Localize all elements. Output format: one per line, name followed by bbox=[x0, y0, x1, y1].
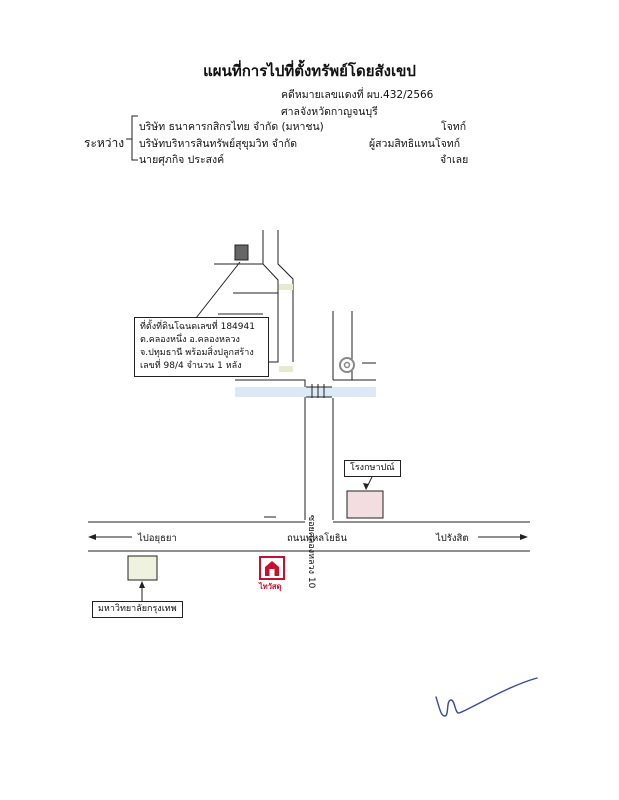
road-segment bbox=[277, 230, 294, 362]
crossing-marker bbox=[279, 366, 293, 372]
side-road-label: ซอยคลองหลวง 10 bbox=[306, 515, 316, 589]
university-building bbox=[127, 555, 158, 581]
arrow-head bbox=[520, 534, 528, 540]
main-road-label: ถนนพหลโยธิน bbox=[287, 533, 348, 544]
case-number: คดีหมายเลขแดงที่ ผบ.432/2566 bbox=[281, 89, 434, 101]
signature bbox=[435, 677, 538, 717]
roundabout-icon bbox=[339, 357, 355, 373]
court-name: ศาลจังหวัดกาญจนบุรี bbox=[281, 106, 378, 118]
property-marker bbox=[234, 244, 249, 261]
party-plaintiff: บริษัท ธนาคารกสิกรไทย จำกัด (มหาชน) bbox=[139, 121, 324, 133]
callout-leader bbox=[195, 261, 241, 319]
factory-label: โรงกษาปณ์ bbox=[344, 460, 401, 477]
party-defendant: นายศุภกิจ ประสงค์ bbox=[139, 154, 225, 166]
store-logo-icon bbox=[259, 556, 285, 580]
bridge bbox=[306, 384, 332, 398]
factory-building bbox=[346, 490, 384, 519]
store-label: ไทวัสดุ bbox=[259, 582, 282, 591]
between-label: ระหว่าง bbox=[84, 136, 125, 150]
canal bbox=[235, 387, 376, 397]
university-label: มหาวิทยาลัยกรุงเทพ bbox=[92, 601, 183, 618]
left-direction-label: ไปอยุธยา bbox=[138, 533, 177, 544]
arrow-head bbox=[139, 581, 145, 588]
party-assignee-role: ผู้สวมสิทธิแทนโจทก์ bbox=[369, 138, 461, 150]
arrow-head bbox=[363, 483, 369, 490]
party-defendant-role: จำเลย bbox=[440, 154, 469, 166]
road-segment bbox=[235, 379, 306, 520]
property-callout: ที่ตั้งที่ดินโฉนดเลขที่ 184941 ต.คลองหนึ… bbox=[134, 317, 269, 377]
crossing-marker bbox=[279, 284, 293, 290]
party-plaintiff-role: โจทก์ bbox=[441, 121, 467, 133]
page-title: แผนที่การไปที่ตั้งทรัพย์โดยสังเขป bbox=[203, 62, 416, 80]
arrow-head bbox=[88, 534, 96, 540]
right-direction-label: ไปรังสิต bbox=[436, 533, 469, 544]
party-assignee: บริษัทบริหารสินทรัพย์สุขุมวิท จำกัด bbox=[139, 138, 298, 150]
